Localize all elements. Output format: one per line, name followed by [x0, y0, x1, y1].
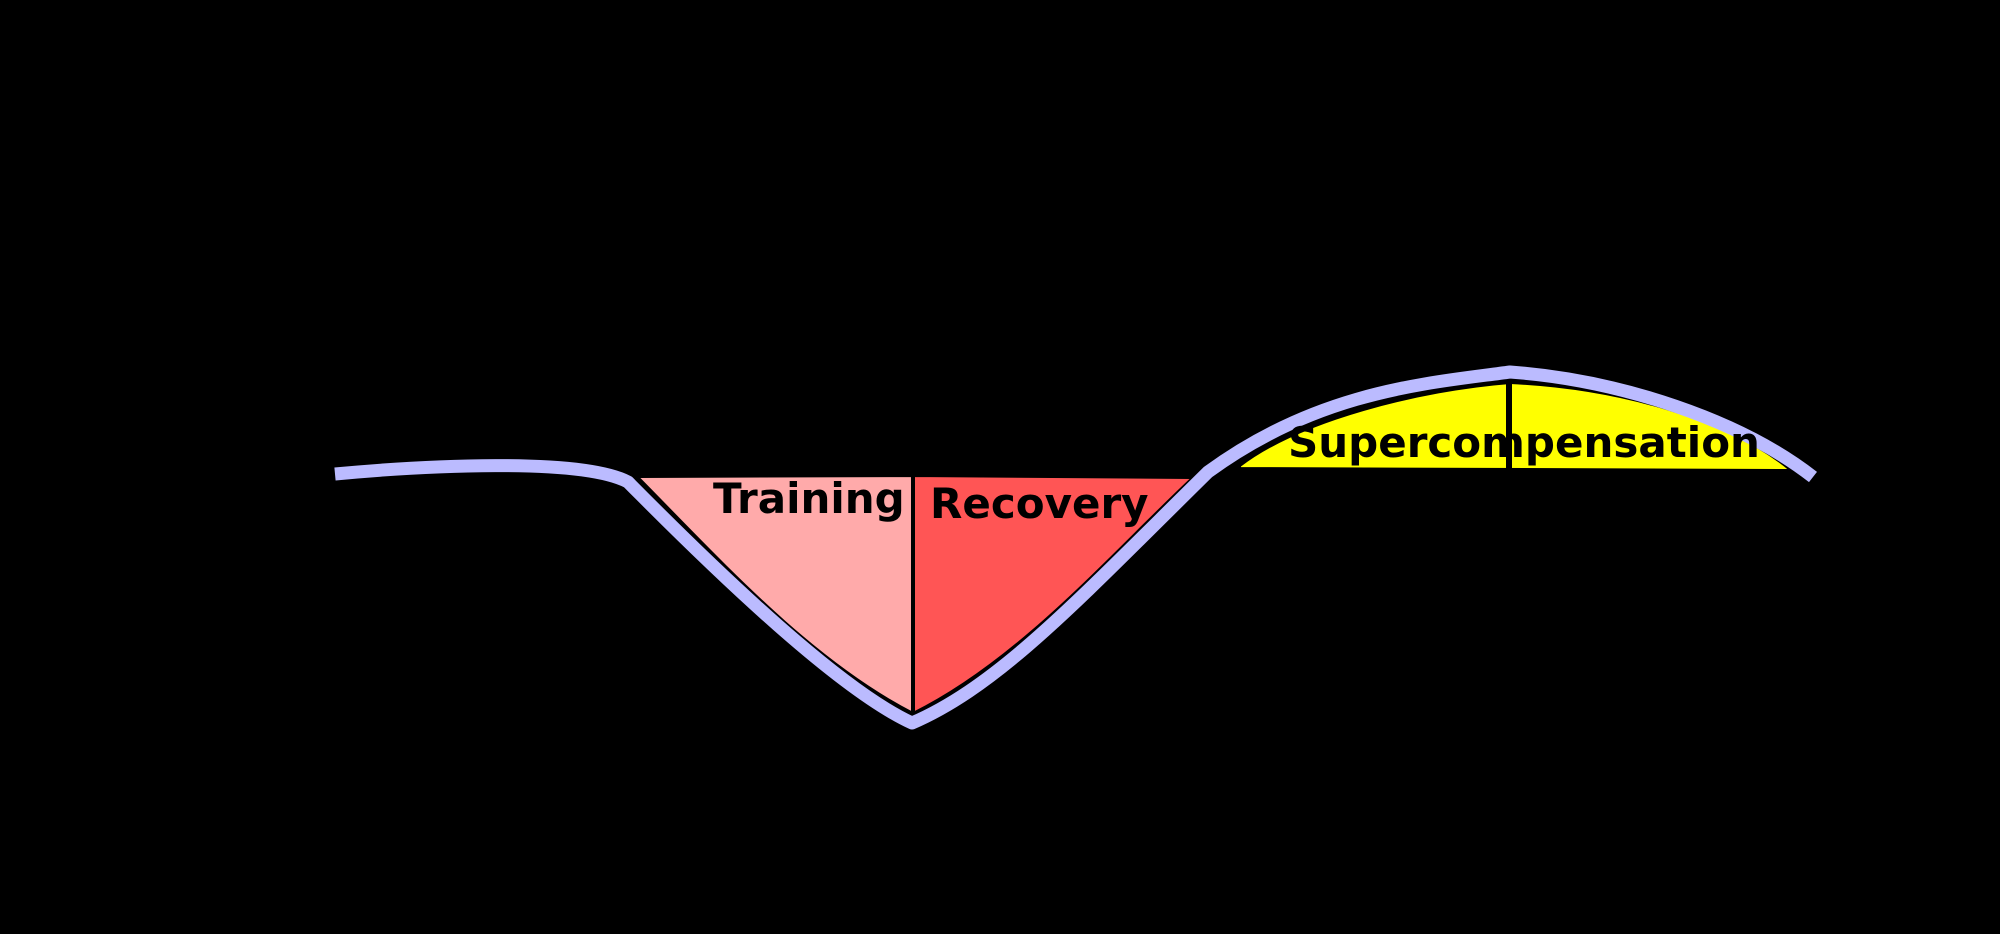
recovery-region: [912, 474, 1195, 715]
performance-curve: [334, 365, 1817, 730]
recovery-label: Recovery: [930, 479, 1149, 528]
training-region: [635, 474, 914, 715]
supercompensation-label: Supercompensation: [1288, 418, 1760, 467]
training-label: Training: [713, 474, 905, 523]
